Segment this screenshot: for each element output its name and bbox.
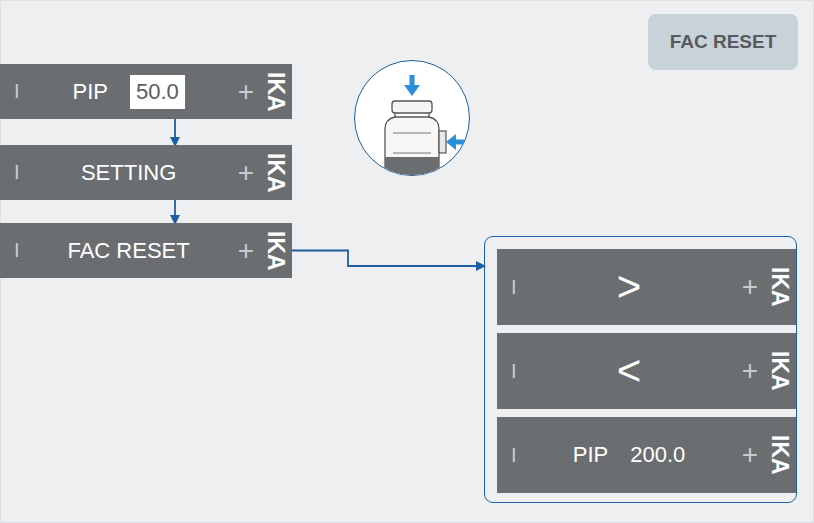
brand-logo: IKA <box>768 435 791 475</box>
minus-key: I <box>511 276 517 299</box>
display-bar: I SETTING + IKA <box>0 145 292 200</box>
plus-key: + <box>238 235 254 267</box>
pipette-head-drawing <box>355 61 470 176</box>
brand-logo: IKA <box>768 267 791 307</box>
display-text: < <box>617 347 642 395</box>
display-bar: I PIP 200.0 + IKA <box>497 417 796 493</box>
flow-arrow <box>174 200 176 223</box>
display-text: PIP <box>573 442 608 468</box>
badge-text: FAC RESET <box>670 31 777 53</box>
plus-key: + <box>742 271 758 303</box>
brand-logo: IKA <box>768 351 791 391</box>
minus-key: I <box>14 161 20 184</box>
display-bar: I > + IKA <box>497 249 796 325</box>
brand-logo: IKA <box>355 163 374 175</box>
plus-key: + <box>238 157 254 189</box>
display-bar: I FAC RESET + IKA <box>0 223 292 278</box>
plus-key: + <box>238 76 254 108</box>
display-bar: I PIP 50.0 + IKA <box>0 64 292 119</box>
minus-key: I <box>14 239 20 262</box>
plus-key: + <box>742 355 758 387</box>
display-bar: I < + IKA <box>497 333 796 409</box>
display-text: 50.0 <box>130 75 185 109</box>
display-text: FAC RESET <box>67 238 189 264</box>
minus-key: I <box>511 360 517 383</box>
pipette-detail: IKA <box>354 60 470 176</box>
minus-key: I <box>14 80 20 103</box>
group-box: I > + IKA I < + IKA I PIP 200.0 + IKA <box>484 236 797 503</box>
brand-logo: IKA <box>264 153 287 193</box>
brand-logo: IKA <box>264 231 287 271</box>
display-text: 200.0 <box>630 442 685 468</box>
title-badge: FAC RESET <box>648 14 798 70</box>
flow-arrow <box>292 251 484 267</box>
display-text: SETTING <box>81 160 176 186</box>
brand-logo: IKA <box>264 72 287 112</box>
display-text: > <box>617 263 642 311</box>
minus-key: I <box>511 444 517 467</box>
display-text: PIP <box>72 79 107 105</box>
plus-key: + <box>742 439 758 471</box>
flow-arrow <box>174 119 176 145</box>
